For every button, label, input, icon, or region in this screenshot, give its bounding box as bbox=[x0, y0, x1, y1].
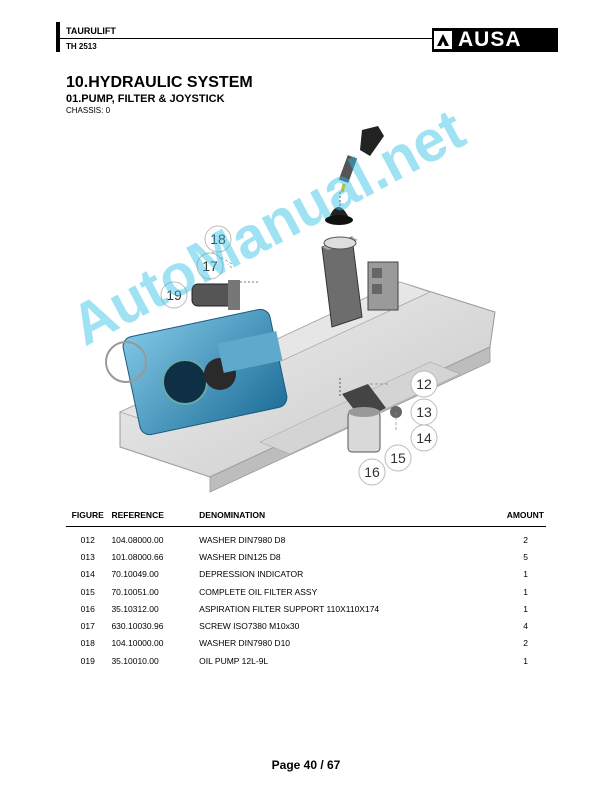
cell-reference: 70.10049.00 bbox=[111, 569, 159, 580]
callout-15: 15 bbox=[390, 450, 406, 466]
cell-amount: 2 bbox=[523, 534, 528, 545]
page-number: Page 40 / 67 bbox=[271, 758, 341, 772]
cell-figure: 012 bbox=[80, 534, 95, 545]
logo-text: AUSA bbox=[458, 28, 522, 51]
cell-denomination: WASHER DIN7980 D10 bbox=[199, 638, 291, 649]
cell-reference: 70.10051.00 bbox=[111, 586, 159, 597]
column-header-amount: AMOUNT bbox=[476, 506, 546, 527]
callout-19: 19 bbox=[166, 287, 182, 303]
cell-figure: 017 bbox=[80, 621, 95, 632]
cell-figure: 019 bbox=[80, 655, 95, 666]
cell-reference: 104.10000.00 bbox=[111, 638, 164, 649]
table-row: 017 630.10030.96 SCREW ISO7380 M10x30 4 bbox=[66, 617, 546, 634]
exploded-diagram: 18 17 19 12 13 14 15 16 bbox=[105, 126, 496, 493]
joystick bbox=[325, 126, 384, 225]
cell-figure: 013 bbox=[80, 551, 95, 562]
cell-amount: 1 bbox=[523, 586, 528, 597]
cell-figure: 015 bbox=[80, 586, 95, 597]
cell-figure: 016 bbox=[80, 603, 95, 614]
table-row: 012 104.08000.00 WASHER DIN7980 D8 2 bbox=[66, 527, 546, 549]
column-header-denomination: DENOMINATION bbox=[197, 506, 477, 527]
cell-amount: 1 bbox=[523, 655, 528, 666]
cell-figure: 014 bbox=[80, 569, 95, 580]
callouts: 18 17 19 12 13 14 15 16 bbox=[160, 225, 438, 486]
cell-denomination: OIL PUMP 12L-9L bbox=[199, 655, 269, 666]
cell-denomination: WASHER DIN7980 D8 bbox=[199, 534, 286, 545]
table-row: 015 70.10051.00 COMPLETE OIL FILTER ASSY… bbox=[66, 583, 546, 600]
cell-denomination: DEPRESSION INDICATOR bbox=[199, 569, 304, 580]
cell-denomination: ASPIRATION FILTER SUPPORT 110X110X174 bbox=[199, 603, 380, 614]
table-header-row: FIGURE REFERENCE DENOMINATION AMOUNT bbox=[66, 506, 546, 527]
model-code: TH 2513 bbox=[66, 42, 97, 51]
cell-amount: 1 bbox=[523, 569, 528, 580]
header-rule bbox=[60, 38, 432, 39]
filter-assembly bbox=[339, 378, 402, 453]
callout-16: 16 bbox=[364, 464, 380, 480]
cell-denomination: WASHER DIN125 D8 bbox=[199, 551, 281, 562]
cell-amount: 1 bbox=[523, 603, 528, 614]
column-header-reference: REFERENCE bbox=[109, 506, 198, 527]
cell-amount: 2 bbox=[523, 638, 528, 649]
cell-figure: 018 bbox=[80, 638, 95, 649]
section-subtitle: 01.PUMP, FILTER & JOYSTICK bbox=[66, 93, 225, 105]
table-row: 014 70.10049.00 DEPRESSION INDICATOR 1 bbox=[66, 566, 546, 583]
engine bbox=[105, 308, 288, 436]
oil-pump bbox=[191, 280, 258, 310]
cell-reference: 630.10030.96 bbox=[111, 621, 164, 632]
table-row: 016 35.10312.00 ASPIRATION FILTER SUPPOR… bbox=[66, 600, 546, 617]
cell-reference: 35.10010.00 bbox=[111, 655, 159, 666]
table-row: 019 35.10010.00 OIL PUMP 12L-9L 1 bbox=[66, 652, 546, 669]
cell-reference: 35.10312.00 bbox=[111, 603, 159, 614]
section-title: 10.HYDRAULIC SYSTEM bbox=[66, 74, 253, 91]
callout-14: 14 bbox=[416, 430, 432, 446]
header-bar bbox=[56, 22, 60, 52]
cell-amount: 4 bbox=[523, 621, 528, 632]
chassis-label: CHASSIS: 0 bbox=[66, 106, 111, 115]
cell-denomination: SCREW ISO7380 M10x30 bbox=[199, 621, 300, 632]
control-valve bbox=[367, 261, 399, 311]
callout-18: 18 bbox=[210, 231, 226, 247]
cell-reference: 101.08000.66 bbox=[111, 551, 164, 562]
table-row: 013 101.08000.66 WASHER DIN125 D8 5 bbox=[66, 548, 546, 565]
callout-12: 12 bbox=[416, 376, 432, 392]
cell-reference: 104.08000.00 bbox=[111, 534, 164, 545]
parts-table: FIGURE REFERENCE DENOMINATION AMOUNT 012… bbox=[66, 506, 546, 669]
cell-amount: 5 bbox=[523, 551, 528, 562]
model-name: TAURULIFT bbox=[66, 26, 116, 36]
table-row: 018 104.10000.00 WASHER DIN7980 D10 2 bbox=[66, 635, 546, 652]
hydraulic-tank bbox=[321, 236, 363, 328]
ausa-logo: AUSA bbox=[432, 28, 558, 52]
callout-13: 13 bbox=[416, 404, 432, 420]
leader-lines bbox=[211, 251, 397, 432]
cell-denomination: COMPLETE OIL FILTER ASSY bbox=[199, 586, 318, 597]
ausa-logo-icon bbox=[432, 28, 454, 52]
callout-17: 17 bbox=[202, 258, 218, 274]
column-header-figure: FIGURE bbox=[66, 506, 110, 527]
